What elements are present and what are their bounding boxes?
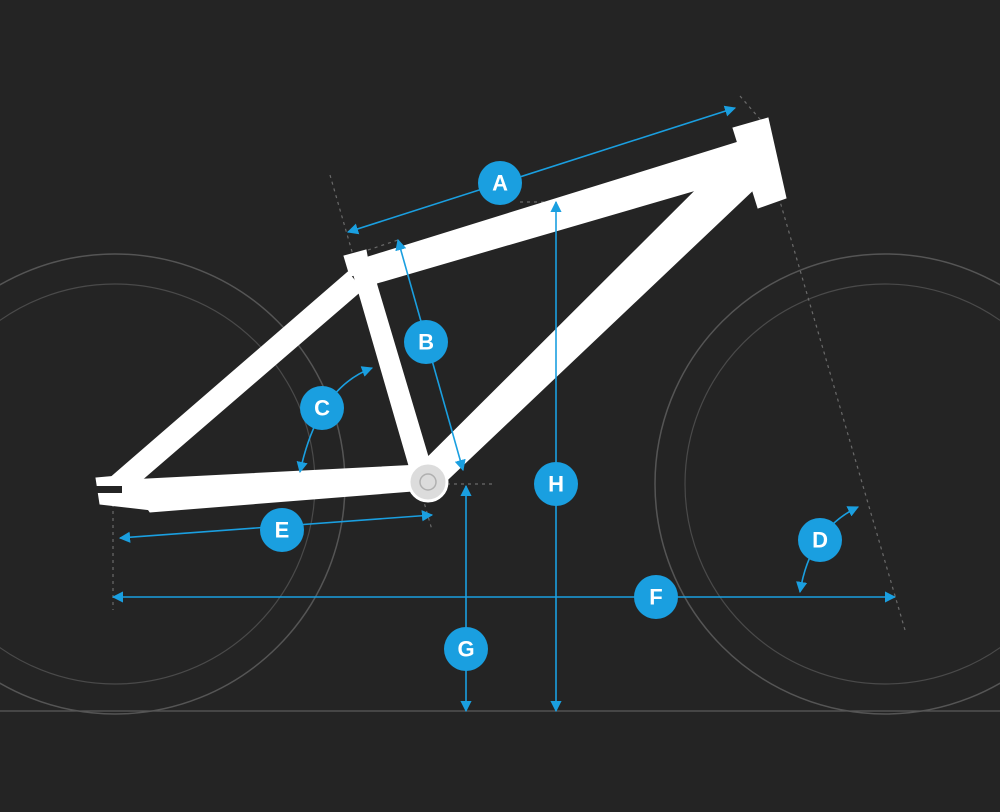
chain-stay <box>127 464 426 513</box>
front-wheel <box>654 253 1000 715</box>
bike-frame <box>95 117 787 513</box>
measurement-label-b: B <box>418 330 434 355</box>
measurement-label-f: F <box>649 585 662 610</box>
measurement-badge-f: F <box>634 575 678 619</box>
measurement-label-a: A <box>492 171 508 196</box>
measurement-badge-c: C <box>300 386 344 430</box>
rear-dropout <box>95 473 153 511</box>
measurement-label-g: G <box>457 637 474 662</box>
seat-tube <box>349 261 433 477</box>
dimension-a-line <box>346 105 737 235</box>
measurement-badge-h: H <box>534 462 578 506</box>
measurement-badge-g: G <box>444 627 488 671</box>
measurement-badge-b: B <box>404 320 448 364</box>
measurement-label-c: C <box>314 396 330 421</box>
seat-stay <box>109 271 363 491</box>
seat-collar <box>343 249 371 277</box>
measurement-badge-a: A <box>478 161 522 205</box>
bottom-bracket <box>407 461 449 503</box>
measurement-label-h: H <box>548 472 564 497</box>
measurement-label-e: E <box>275 518 290 543</box>
measurement-badge-d: D <box>798 518 842 562</box>
head-tube <box>732 117 787 209</box>
measurement-label-d: D <box>812 528 828 553</box>
measurement-badge-e: E <box>260 508 304 552</box>
